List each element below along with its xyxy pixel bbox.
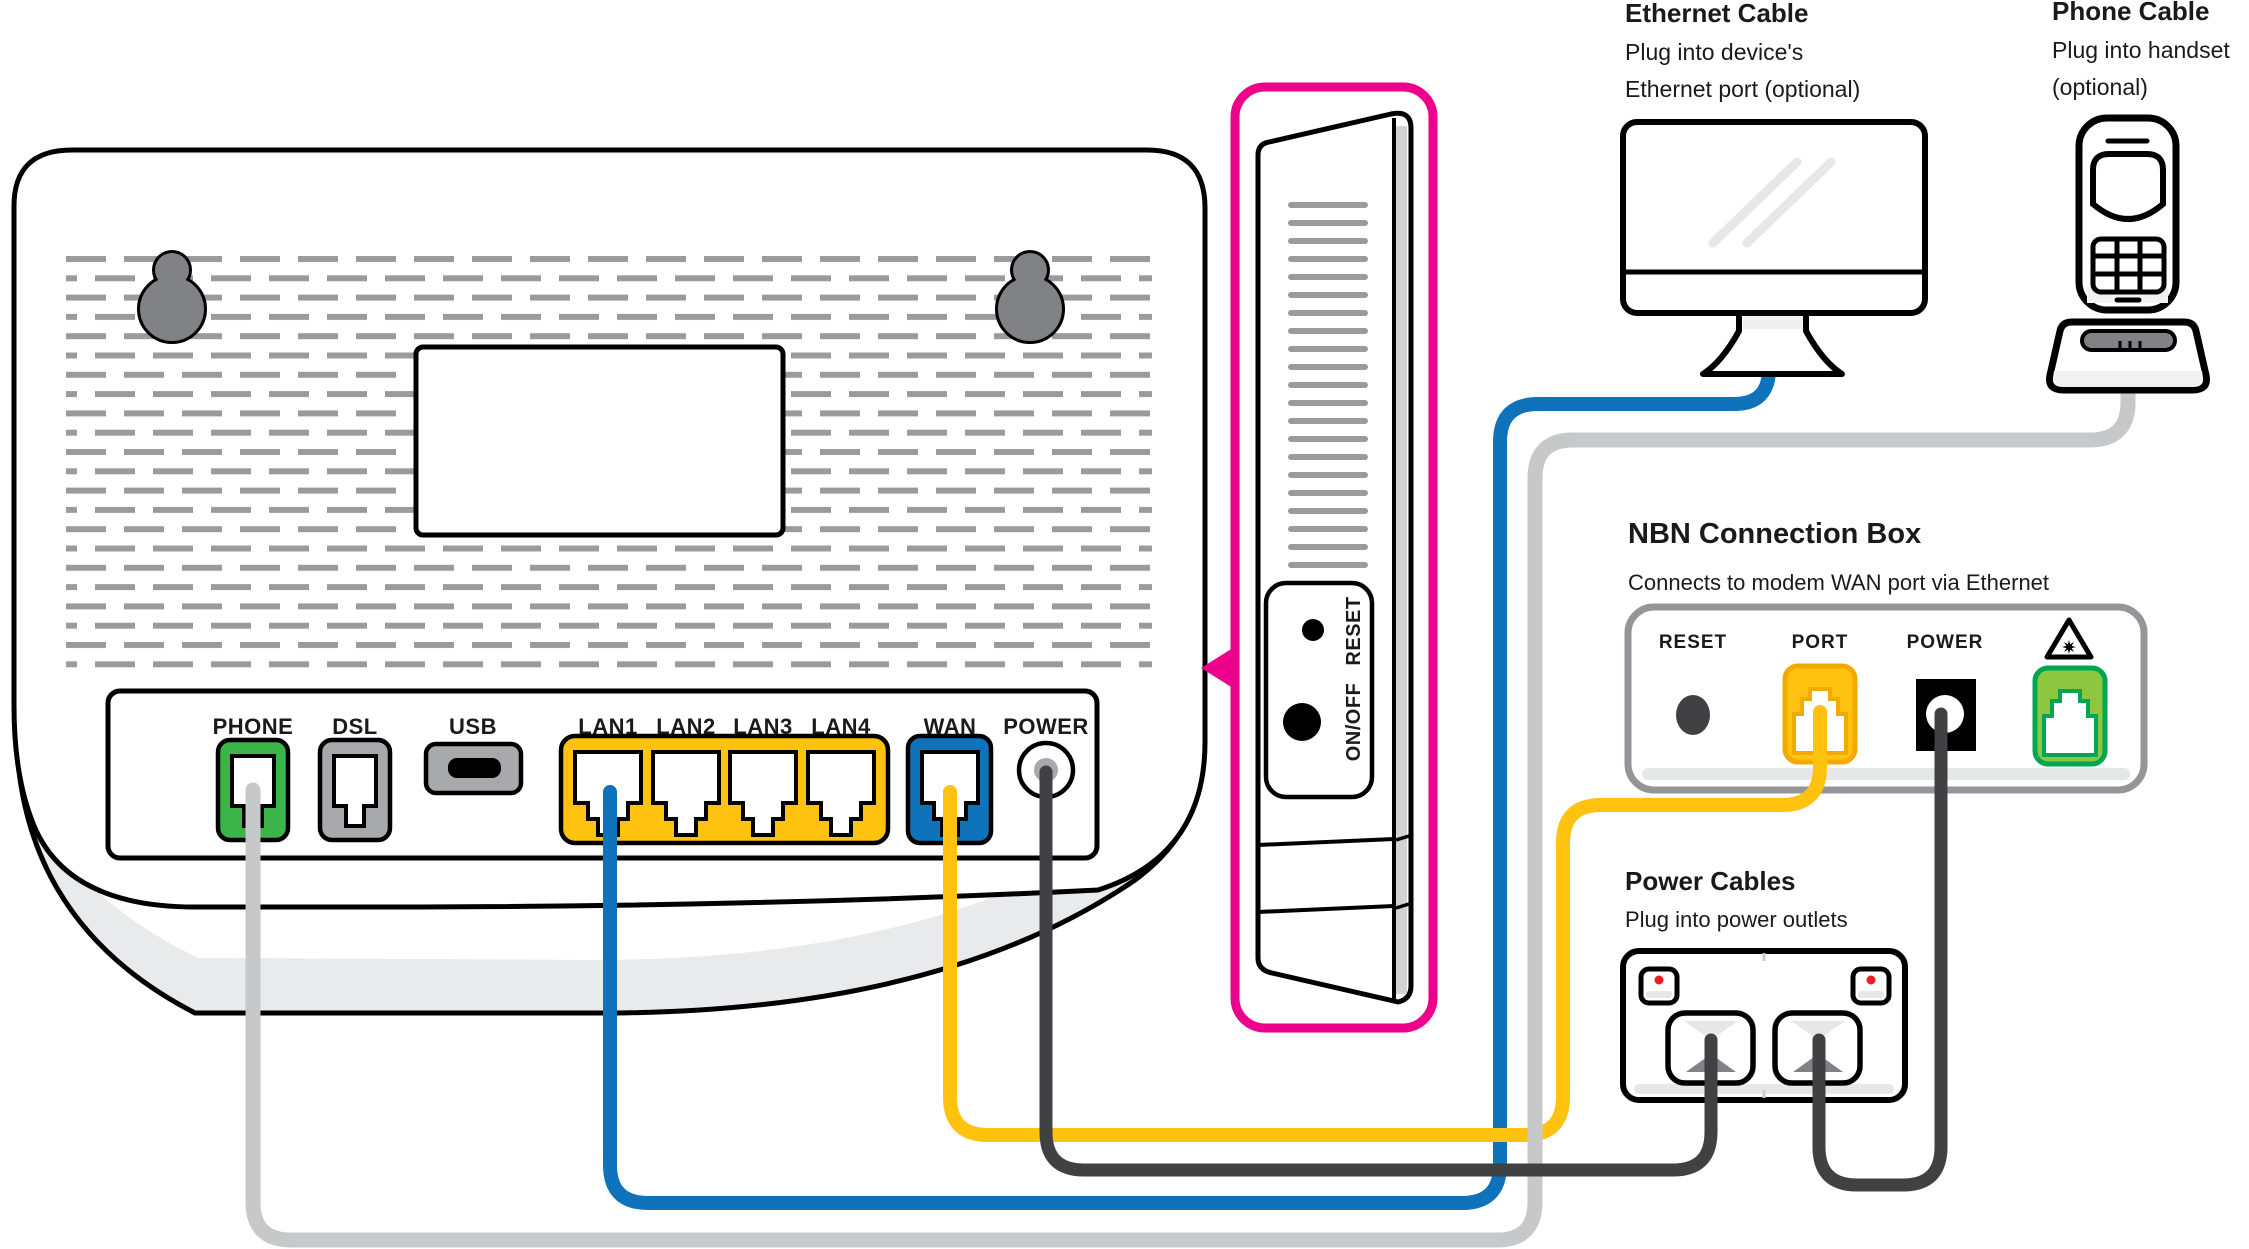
outlet-switch-right (1850, 966, 1892, 1006)
modem-back-view: PHONE DSL USB LAN1 LAN2 LAN3 LAN4 WAN PO… (11, 147, 1208, 1016)
nbn-label-reset: RESET (1659, 632, 1727, 653)
nbn-label-power: POWER (1907, 632, 1984, 653)
ethernet-note-line2: Ethernet port (optional) (1625, 76, 1860, 102)
side-label-reset: RESET (1343, 596, 1365, 665)
nbn-box-title: NBN Connection Box (1628, 518, 1921, 550)
wall-mount-keyhole-left (137, 250, 207, 344)
phone-note: Phone Cable Plug into handset (optional) (2052, 0, 2230, 100)
modem-side-profile: RESET ON/OFF (1255, 110, 1414, 1005)
dsl-port (317, 737, 393, 843)
modem-power-cable (1039, 765, 1718, 1177)
power-outlet (1620, 948, 1908, 1103)
handset-keypad (2090, 236, 2167, 295)
power-on-off-button (1283, 703, 1321, 741)
side-label-on-off: ON/OFF (1343, 683, 1365, 762)
power-cables-title: Power Cables (1625, 866, 1796, 896)
handset-dock (2046, 318, 2210, 394)
wall-mount-keyhole-right (995, 250, 1065, 344)
port-label-dsl: DSL (332, 714, 378, 739)
side-view-callout: RESET ON/OFF (1201, 82, 1438, 1033)
reset-button (1302, 619, 1324, 641)
device-label-plate (413, 344, 786, 538)
laser-warning-icon (2044, 617, 2094, 660)
side-buttons-panel (1263, 580, 1375, 800)
phone-note-line2: (optional) (2052, 74, 2148, 100)
phone-note-title: Phone Cable (2052, 0, 2209, 26)
nbn-fibre-port (2032, 665, 2108, 767)
phone-handset-icon (2075, 114, 2180, 314)
power-cables-subtitle: Plug into power outlets (1625, 907, 1848, 932)
wan-ethernet-cable (943, 705, 1827, 1142)
callout-arrow-icon (1201, 646, 1236, 690)
ethernet-note-title: Ethernet Cable (1625, 0, 1809, 28)
nbn-reset-button (1676, 695, 1710, 735)
lan-ports (558, 733, 891, 846)
nbn-connection-box: NBN Connection Box Connects to modem WAN… (1624, 518, 2148, 794)
phone-cable (245, 375, 2136, 1248)
monitor-stand (1700, 307, 1845, 377)
port-label-phone: PHONE (213, 714, 294, 739)
computer-monitor-icon (1620, 119, 1928, 377)
port-label-power: POWER (1003, 714, 1089, 739)
nbn-label-port: PORT (1792, 632, 1849, 653)
outlet-switch-left (1638, 966, 1680, 1006)
port-label-usb: USB (449, 714, 497, 739)
phone-note-line1: Plug into handset (2052, 37, 2230, 63)
ethernet-note-line1: Plug into device's (1625, 39, 1803, 65)
nbn-box-subtitle: Connects to modem WAN port via Ethernet (1628, 570, 2049, 595)
usb-port (423, 741, 524, 796)
ethernet-note: Ethernet Cable Plug into device's Ethern… (1625, 0, 1860, 102)
nbn-power-cable (1812, 707, 1948, 1192)
power-outlet-section: Power Cables Plug into power outlets (1620, 866, 1908, 1103)
